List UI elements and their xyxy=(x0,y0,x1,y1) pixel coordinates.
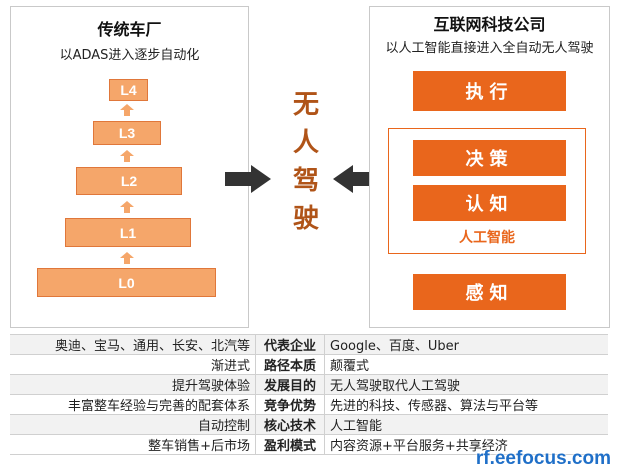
execute-box: 执行 xyxy=(413,71,566,111)
watermark: rf.eefocus.com xyxy=(475,448,611,469)
up-arrow-icon xyxy=(120,252,134,264)
table-cell-traditional: 自动控制 xyxy=(10,414,256,435)
table-cell-traditional: 奥迪、宝马、通用、长安、北汽等 xyxy=(10,334,256,355)
ai-frame xyxy=(388,128,586,254)
left-arrow-icon xyxy=(333,165,379,193)
table-row: 整车销售+后市场盈利模式内容资源+平台服务+共享经济 xyxy=(10,434,608,455)
internet-tech-title: 互联网科技公司 xyxy=(433,15,546,34)
table-row: 自动控制核心技术人工智能 xyxy=(10,414,608,435)
up-arrow-icon xyxy=(120,104,134,116)
cognize-box: 认知 xyxy=(413,185,566,221)
table-cell-internet: 内容资源+平台服务+共享经济 xyxy=(324,434,608,455)
table-cell-traditional: 丰富整车经验与完善的配套体系 xyxy=(10,394,256,415)
table-cell-dimension: 竞争优势 xyxy=(255,394,325,415)
table-cell-traditional: 渐进式 xyxy=(10,354,256,375)
driverless-text: 无人驾驶 xyxy=(292,90,319,234)
table-cell-traditional: 提升驾驶体验 xyxy=(10,374,256,395)
traditional-automakers-subtitle: 以ADAS进入逐步自动化 xyxy=(59,48,200,63)
sense-box: 感知 xyxy=(413,274,566,310)
ai-label: 人工智能 xyxy=(459,230,515,246)
table-row: 渐进式路径本质颠覆式 xyxy=(10,354,608,375)
level-l4: L4 xyxy=(109,79,148,101)
table-cell-internet: Google、百度、Uber xyxy=(324,334,608,355)
table-cell-dimension: 核心技术 xyxy=(255,414,325,435)
traditional-automakers-title: 传统车厂 xyxy=(97,20,162,39)
table-row: 提升驾驶体验发展目的无人驾驶取代人工驾驶 xyxy=(10,374,608,395)
level-l3: L3 xyxy=(93,121,161,145)
up-arrow-icon xyxy=(120,150,134,162)
decide-box: 决策 xyxy=(413,140,566,176)
level-l0: L0 xyxy=(37,268,216,297)
level-l2: L2 xyxy=(76,167,182,195)
table-cell-internet: 无人驾驶取代人工驾驶 xyxy=(324,374,608,395)
table-cell-dimension: 盈利模式 xyxy=(255,434,325,455)
table-cell-internet: 先进的科技、传感器、算法与平台等 xyxy=(324,394,608,415)
table-cell-dimension: 代表企业 xyxy=(255,334,325,355)
table-cell-internet: 人工智能 xyxy=(324,414,608,435)
right-arrow-icon xyxy=(225,165,271,193)
table-cell-traditional: 整车销售+后市场 xyxy=(10,434,256,455)
level-l1: L1 xyxy=(65,218,191,247)
table-cell-dimension: 路径本质 xyxy=(255,354,325,375)
driverless-label: 无人驾驶 xyxy=(286,86,326,238)
table-cell-internet: 颠覆式 xyxy=(324,354,608,375)
up-arrow-icon xyxy=(120,201,134,213)
table-row: 丰富整车经验与完善的配套体系竞争优势先进的科技、传感器、算法与平台等 xyxy=(10,394,608,415)
table-cell-dimension: 发展目的 xyxy=(255,374,325,395)
internet-tech-subtitle: 以人工智能直接进入全自动无人驾驶 xyxy=(385,41,594,56)
